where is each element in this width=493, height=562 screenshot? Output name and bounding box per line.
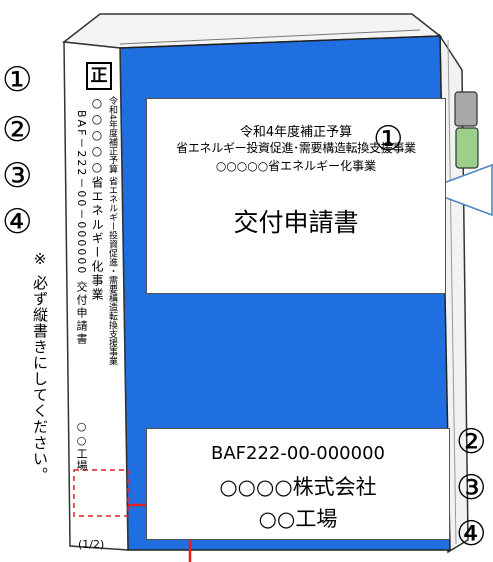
front-label-line1: 令和4年度補正予算 [239, 125, 353, 140]
marker-left-4: ④ [2, 202, 33, 242]
bottom-label-company: ○○○○株式会社 [219, 475, 377, 499]
marker-bottom-4: ④ [456, 514, 487, 554]
spine-badge: 正 [86, 62, 112, 90]
front-label-line2: 省エネルギー投資促進･需要構造転換支援事業 [176, 141, 416, 155]
spine-factory: ○○工場 [75, 420, 88, 472]
binder-spine [63, 41, 129, 551]
marker-left-2: ② [2, 110, 33, 150]
marker-bottom-3: ③ [456, 468, 487, 508]
front-label: ① 令和4年度補正予算 省エネルギー投資促進･需要構造転換支援事業 ○○○○○省… [146, 98, 446, 294]
bottom-label-code: BAF222-00-000000 [211, 443, 385, 464]
spine-subtitle: 令和4年度補正予算 省エネルギー投資促進・需要構造転換支援事業 [107, 96, 117, 366]
marker-left-1: ① [2, 60, 33, 100]
front-label-line3: ○○○○○省エネルギー化事業 [215, 159, 377, 173]
marker-left-3: ③ [2, 156, 33, 196]
spine-main: BAF－222－00－000000 交付申請書 [75, 110, 88, 346]
spine-dashed-box [73, 469, 129, 517]
callout-pointer [422, 163, 493, 217]
bottom-label: BAF222-00-000000 ○○○○株式会社 ○○工場 [146, 428, 450, 540]
index-tab-gray [454, 91, 478, 127]
index-tab-green [455, 127, 479, 169]
front-label-title: 交付申請書 [233, 208, 359, 237]
marker-bottom-2: ② [456, 422, 487, 462]
spine-project: ○○○○○省エネルギー化事業 [90, 96, 104, 302]
marker-front-top: ① [373, 119, 404, 159]
bottom-label-factory: ○○工場 [258, 507, 338, 531]
vertical-note: ※ 必ず縦書きにしてください。 [31, 250, 49, 483]
spine-page-number: (1/2) [78, 538, 105, 551]
